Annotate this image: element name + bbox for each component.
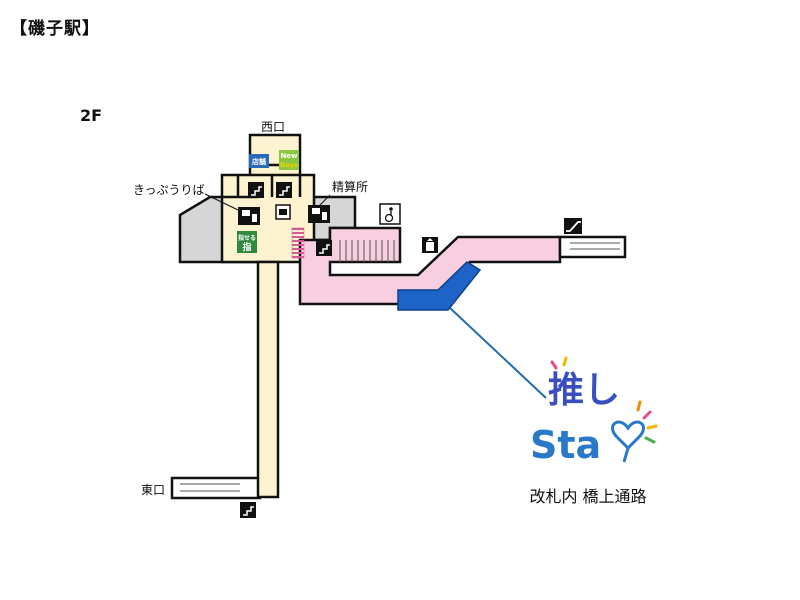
stairs-icon: [248, 182, 264, 198]
caption: 改札内 橋上通路: [529, 487, 646, 506]
brand-line2: Sta: [530, 423, 601, 467]
stairs-icon: [276, 182, 292, 198]
page-title: 【磯子駅】: [10, 19, 100, 39]
newdays-sign: New Days: [279, 150, 299, 170]
shop-sign: 店舗: [249, 154, 269, 168]
locker-icon: [275, 204, 291, 220]
elevator-icon: [422, 237, 438, 253]
finger-sign: 指せる 指: [237, 231, 257, 253]
sparkle-icon: [550, 356, 658, 444]
brand-line1: 推し: [548, 370, 620, 411]
heart-pin-icon: [611, 420, 645, 463]
wheelchair-icon: [379, 203, 401, 225]
ticket-machine-icon: [238, 207, 260, 225]
brand-logo: 推し Sta: [530, 356, 658, 467]
floor-label: 2F: [80, 106, 103, 125]
ticket-gate-icon: [291, 227, 305, 259]
ticket-office-label: きっぷうりば: [133, 183, 205, 197]
east-corridor: [256, 260, 280, 499]
svg-text:指: 指: [242, 241, 251, 253]
east-exit-room: [170, 476, 262, 500]
paid-area: [298, 226, 627, 306]
stairs-icon: [316, 240, 332, 256]
escalator-platform: [558, 235, 627, 259]
escalator-icon: [564, 218, 582, 234]
svg-text:New: New: [280, 152, 298, 160]
svg-text:Days: Days: [280, 161, 298, 169]
stairs-lines: [180, 240, 620, 492]
svg-text:指せる: 指せる: [238, 234, 256, 242]
west-exit-label: 西口: [261, 120, 285, 134]
fare-adjustment-leader: [317, 194, 331, 208]
fare-adjustment-label: 精算所: [332, 179, 368, 194]
highlighted-bridge: [397, 261, 482, 311]
leader-line: [449, 307, 547, 399]
stairs-icon: [240, 502, 256, 518]
ticket-office-leader: [204, 193, 239, 211]
fare-machine-icon: [308, 205, 330, 223]
east-exit-label: 東口: [141, 483, 165, 497]
svg-text:店舗: 店舗: [252, 157, 266, 166]
